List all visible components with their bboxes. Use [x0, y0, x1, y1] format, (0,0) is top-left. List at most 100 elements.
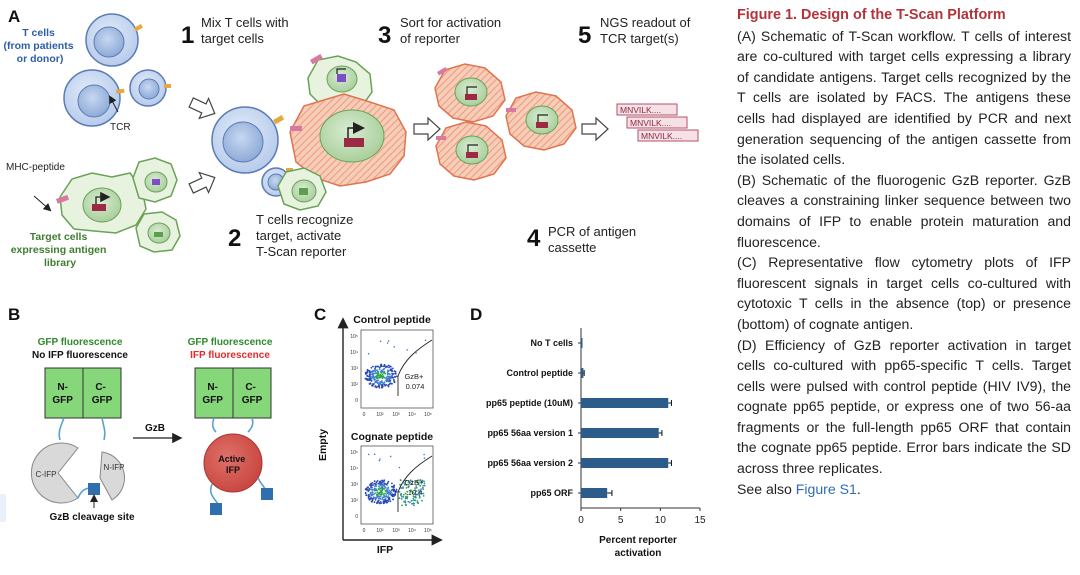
- flow-event: [423, 453, 425, 456]
- bar: [581, 488, 608, 498]
- bar: [581, 428, 659, 438]
- flow-event: [383, 479, 386, 482]
- flow-event: [385, 494, 388, 496]
- flow-event: [387, 384, 389, 387]
- flow-event: [401, 504, 403, 507]
- y-tick-label: 10⁴: [350, 350, 358, 356]
- flow-event: [377, 493, 380, 495]
- flow-event: [373, 488, 376, 491]
- flow-event: [423, 480, 425, 483]
- t-cell-group: [63, 13, 171, 127]
- flow-event: [402, 493, 405, 496]
- flow-event: [406, 497, 408, 500]
- bar: [581, 338, 583, 348]
- flow-event: [418, 493, 420, 496]
- x-tick-label: 10⁵: [424, 412, 432, 418]
- flow-event: [398, 466, 401, 469]
- flow-event: [367, 489, 370, 492]
- flow-event: [395, 488, 398, 491]
- flow-event: [393, 494, 396, 496]
- flow-event: [380, 369, 383, 372]
- t-cells-label: T cells (from patients or donor): [4, 27, 77, 65]
- flow-event: [386, 342, 389, 344]
- x-axis-label: activation: [615, 548, 662, 559]
- category-label: pp65 56aa version 1: [487, 428, 573, 438]
- flow-event: [368, 484, 371, 486]
- c-bottom-title: Cognate peptide: [351, 431, 433, 443]
- y-tick-label: 10⁴: [350, 466, 358, 472]
- flow-event: [423, 457, 426, 459]
- flow-event: [378, 366, 381, 369]
- flow-event: [389, 500, 392, 503]
- ngs-read: MNVILK....: [620, 105, 661, 115]
- flow-event: [376, 496, 378, 498]
- flow-event: [414, 489, 417, 492]
- gzb-label: GzB: [145, 423, 165, 434]
- flow-event: [378, 487, 381, 489]
- flow-event: [424, 339, 427, 342]
- flow-event: [395, 375, 398, 378]
- flow-event: [413, 502, 415, 505]
- flow-event: [399, 483, 401, 486]
- flow-event: [384, 486, 387, 489]
- category-label: pp65 ORF: [530, 488, 573, 498]
- caption-a: (A) Schematic of T-Scan workflow. T cell…: [737, 27, 1071, 168]
- ngs-read: MNVILK....: [630, 118, 671, 128]
- flow-event: [384, 372, 387, 375]
- target-cell: [56, 172, 147, 234]
- flow-event: [372, 496, 375, 499]
- flow-event: [368, 495, 371, 498]
- flow-arrow: [188, 96, 216, 120]
- flow-event: [378, 481, 381, 484]
- flow-event: [387, 496, 389, 498]
- flow-event: [391, 482, 393, 485]
- x-tick-label: 0: [363, 412, 366, 418]
- svg-text:C-IFP: C-IFP: [36, 470, 57, 479]
- flow-event: [419, 484, 422, 487]
- flow-event: [423, 482, 426, 485]
- flow-event: [385, 377, 388, 380]
- left-gfp-title: GFP fluorescence: [38, 337, 123, 348]
- flow-event: [384, 492, 386, 495]
- step-1-number: 1: [181, 22, 194, 49]
- flow-event: [378, 386, 381, 389]
- flow-event: [365, 377, 368, 380]
- flow-event: [369, 371, 371, 373]
- bar: [581, 368, 584, 378]
- flow-event: [392, 485, 394, 488]
- flow-event: [379, 489, 381, 491]
- flow-event: [364, 371, 367, 374]
- figure-panels: A T cells (from patients or don: [0, 7, 706, 559]
- flow-event: [366, 371, 369, 373]
- panel-b: B GFP fluorescence No IFP fluorescence G…: [0, 305, 273, 523]
- figure-s1-link[interactable]: Figure S1: [795, 480, 857, 497]
- step-1-text: Mix T cells with target cells: [201, 15, 292, 46]
- ngs-read: MNVILK....: [641, 131, 682, 141]
- category-label: Control peptide: [507, 368, 574, 378]
- flow-event: [368, 373, 371, 376]
- flow-event: [371, 493, 373, 495]
- x-tick-label: 10⁵: [424, 528, 432, 534]
- mixed-cells: [211, 54, 407, 211]
- flow-event: [388, 489, 391, 492]
- flow-event: [393, 370, 396, 372]
- scatter-bottom: [364, 453, 426, 507]
- flow-event: [377, 482, 380, 485]
- flow-event: [388, 498, 391, 501]
- flow-event: [415, 480, 418, 483]
- flow-event: [393, 346, 396, 348]
- flow-event: [373, 492, 376, 495]
- flow-event: [390, 375, 393, 377]
- flow-event: [378, 485, 380, 488]
- flow-event: [377, 491, 379, 494]
- flow-event: [418, 496, 421, 499]
- flow-event: [411, 492, 414, 495]
- flow-event: [404, 492, 407, 495]
- y-tick-label: 10²: [351, 498, 359, 504]
- flow-event: [385, 365, 387, 368]
- flow-event: [373, 376, 376, 378]
- flow-event: [382, 365, 385, 368]
- flow-event: [371, 482, 374, 484]
